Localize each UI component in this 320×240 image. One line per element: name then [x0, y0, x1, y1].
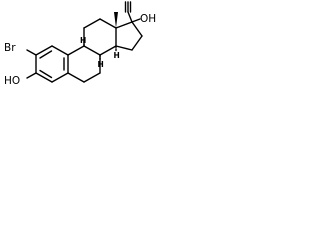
- h9-label: H: [80, 36, 86, 45]
- ring-b: [67, 45, 101, 83]
- hydroxyl-left-label: HO: [4, 75, 20, 87]
- ring-c: [83, 18, 117, 56]
- bromine-label: Br: [4, 42, 16, 54]
- ethynyl-group: [124, 1, 133, 23]
- hydroxyl-top-label: OH: [140, 13, 156, 25]
- methyl-wedge: [114, 12, 118, 28]
- molecular-structure: OH Br HO H H H: [4, 1, 156, 87]
- c2-br-bond: [26, 49, 37, 56]
- c3-oh-bond: [26, 72, 37, 79]
- c17-oh-bond: [131, 18, 141, 23]
- ring-a: [35, 45, 69, 83]
- h14-label: H: [114, 51, 120, 60]
- h8-label: H: [98, 60, 104, 69]
- ring-d: [115, 21, 143, 51]
